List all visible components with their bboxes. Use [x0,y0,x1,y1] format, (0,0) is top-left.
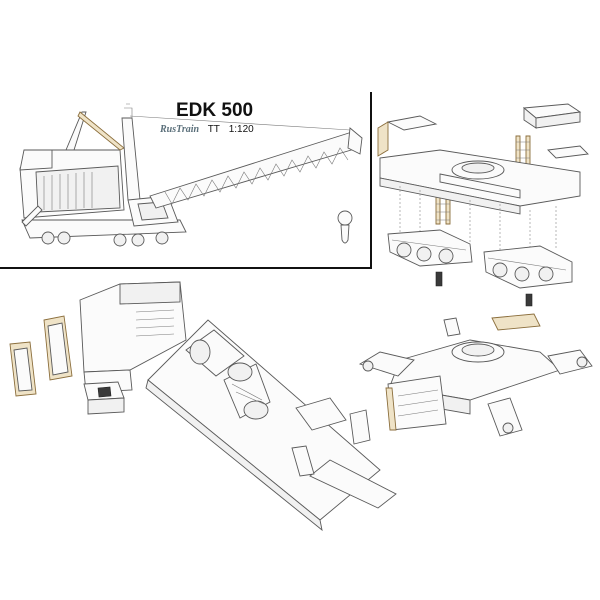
outrigger-arms [358,349,593,437]
model-subtitle: RusTrain TT 1:120 [160,124,254,135]
winch-drums [223,362,271,420]
assembled-chassis-view [358,313,593,437]
winch-deck [145,319,397,532]
right-bogie [483,245,573,289]
brand-logo: RusTrain [160,124,200,135]
chassis-bogie-exploded-view [377,103,589,307]
cab-body-exploded-view [9,281,187,415]
crane-hook-block [337,210,353,244]
assembled-crane-frame [0,92,372,269]
assembled-crane-illustration [19,103,363,247]
gauge-label: TT [207,124,220,135]
window-frame-parts [9,315,73,397]
crane-wheels [41,231,169,247]
scale-label: 1:120 [228,124,254,135]
left-bogie [387,229,473,267]
model-title: EDK 500 [176,100,254,121]
